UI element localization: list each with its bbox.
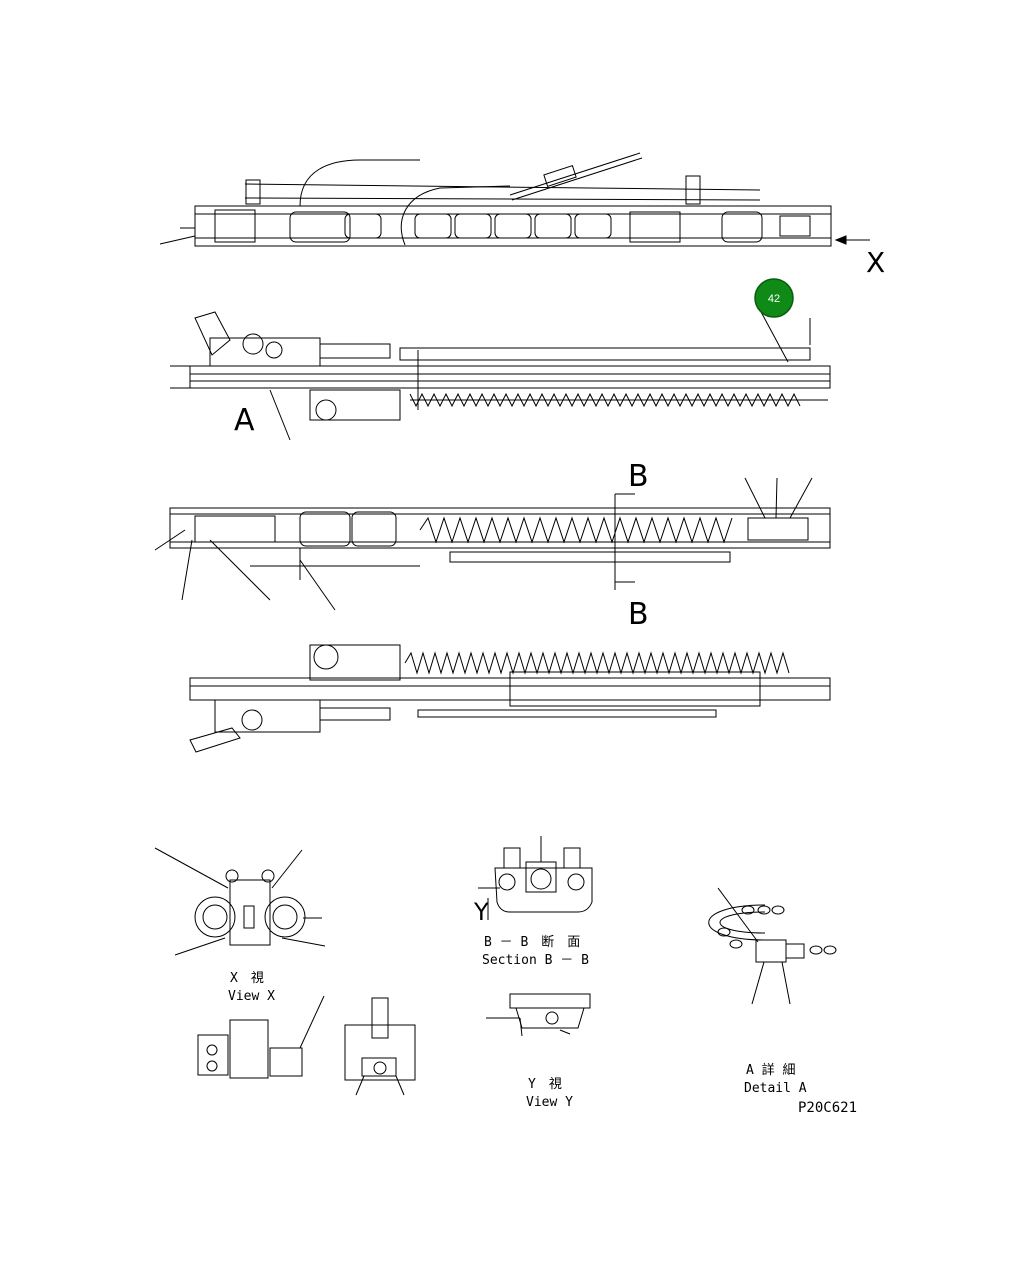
side-view-2 xyxy=(170,309,831,441)
label-b-bottom: B xyxy=(628,597,649,632)
label-y: Y xyxy=(473,898,489,926)
view-x-drawing xyxy=(154,847,326,956)
drawing-number: P20C621 xyxy=(798,1100,857,1116)
view-x-detail-right xyxy=(344,997,416,1096)
label-b-top: B xyxy=(628,459,649,494)
view-y-title-en: View Y xyxy=(526,1095,573,1110)
auger-screw xyxy=(409,392,828,408)
callout-42[interactable]: 42 xyxy=(754,278,794,318)
section-bb-drawing xyxy=(478,836,593,920)
detail-a-drawing xyxy=(708,887,837,1005)
plan-view-3 xyxy=(154,477,831,611)
side-view-4 xyxy=(189,644,831,753)
view-y-title-jp: Y 視 xyxy=(528,1077,562,1092)
callout-circle[interactable] xyxy=(754,278,794,318)
detail-a-title-en: Detail A xyxy=(744,1081,807,1096)
view-x-detail-left xyxy=(197,995,325,1079)
view-x-title-en: View X xyxy=(228,989,275,1004)
section-bb-title-jp: B － B 断 面 xyxy=(484,935,580,950)
view-x-title-jp: X 視 xyxy=(230,971,264,986)
label-a: A xyxy=(234,403,255,438)
callout-number[interactable]: 42 xyxy=(768,293,780,305)
top-assembly-view xyxy=(159,152,870,247)
view-y-drawing xyxy=(486,993,591,1037)
detail-a-title-jp: A 詳 細 xyxy=(746,1062,795,1078)
section-bb-title-en: Section B － B xyxy=(482,953,589,968)
label-x: X xyxy=(866,246,885,279)
